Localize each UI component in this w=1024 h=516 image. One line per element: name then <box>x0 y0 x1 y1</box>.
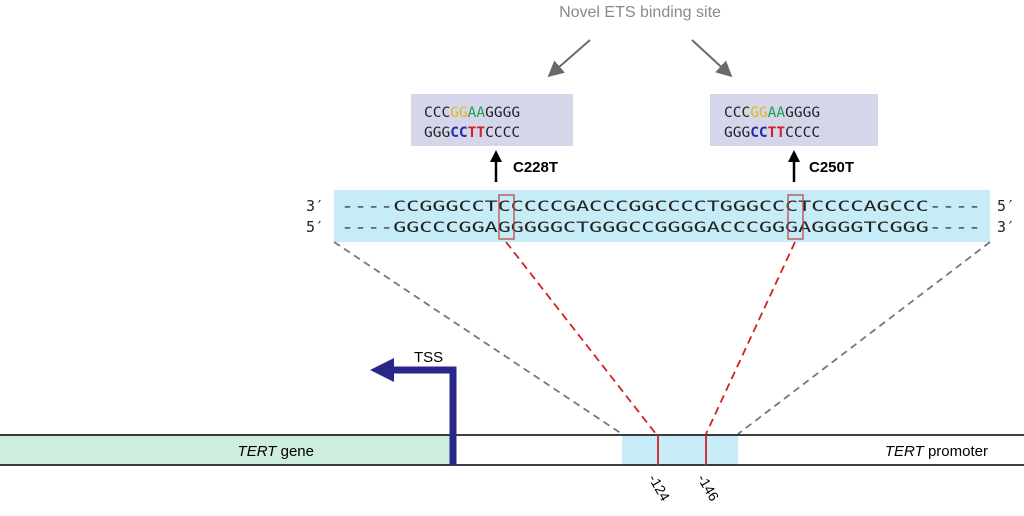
mutant-bottom-sequence: GGGCCTTCCCC <box>424 125 520 141</box>
diagram-title: Novel ETS binding site <box>559 4 721 21</box>
sequence-segment: CC <box>450 125 467 141</box>
mutation-label: C250T <box>809 159 854 176</box>
position-line-124 <box>505 241 657 435</box>
sequence-segment: TT <box>768 125 786 141</box>
sequence-segment: AA <box>468 105 486 121</box>
tss-label: TSS <box>414 349 443 366</box>
sequence-segment: AA <box>768 105 786 121</box>
mutated-base-highlight <box>498 194 515 240</box>
promoter-label: TERT promoter <box>885 443 988 460</box>
mutation-label: C228T <box>513 159 558 176</box>
title-arrow-right <box>691 39 733 78</box>
mutant-top-sequence: CCCGGAAGGGG <box>424 105 520 121</box>
sequence-segment: GGGG <box>785 105 820 121</box>
position-label: -124 <box>645 472 673 504</box>
strand-end-label: 5′ <box>306 218 324 236</box>
mutation-arrow-c250t <box>788 150 800 182</box>
sequence-segment: GG <box>750 105 767 121</box>
mutation-box-c250t: CCCGGAAGGGG GGGCCTTCCCC <box>710 94 878 146</box>
zoom-line-left <box>333 241 623 435</box>
gene-box <box>0 435 450 465</box>
sequence-segment: GGG <box>724 125 750 141</box>
sequence-segment: CCC <box>424 105 450 121</box>
title-arrow-left <box>547 39 591 78</box>
gene-label: TERT gene <box>238 443 314 460</box>
zoom-line-right <box>737 241 991 435</box>
mutation-arrow-c228t <box>490 150 502 182</box>
sequence-segment: CCCC <box>485 125 520 141</box>
sequence-segment: GG <box>450 105 467 121</box>
sequence-segment: CCCC <box>785 125 820 141</box>
mutant-top-sequence: CCCGGAAGGGG <box>724 105 820 121</box>
mutant-bottom-sequence: GGGCCTTCCCC <box>724 125 820 141</box>
position-label: -146 <box>694 472 722 504</box>
strand-end-label: 3′ <box>997 218 1015 236</box>
strand-band <box>334 190 990 242</box>
strand-end-label: 5′ <box>997 197 1015 215</box>
bottom-strand-sequence: ----GGCCCGGAGGGGGCTGGGCCGGGGACCCGGGAGGGG… <box>341 220 981 236</box>
promoter-region-box <box>622 435 738 465</box>
sequence-segment: GGGG <box>485 105 520 121</box>
sequence-segment: CCC <box>724 105 750 121</box>
sequence-segment: TT <box>468 125 486 141</box>
mutation-box-c228t: CCCGGAAGGGG GGGCCTTCCCC <box>411 94 573 146</box>
top-strand-sequence: ----CCGGGCCTCCCCCGACCCGGCCCCTGGGCCCTCCCC… <box>341 199 981 215</box>
strand-end-label: 3′ <box>306 197 324 215</box>
sequence-segment: GGG <box>424 125 450 141</box>
tss-arrow <box>370 358 457 465</box>
position-line-146 <box>705 241 796 435</box>
sequence-segment: CC <box>750 125 767 141</box>
mutated-base-highlight <box>787 194 804 240</box>
